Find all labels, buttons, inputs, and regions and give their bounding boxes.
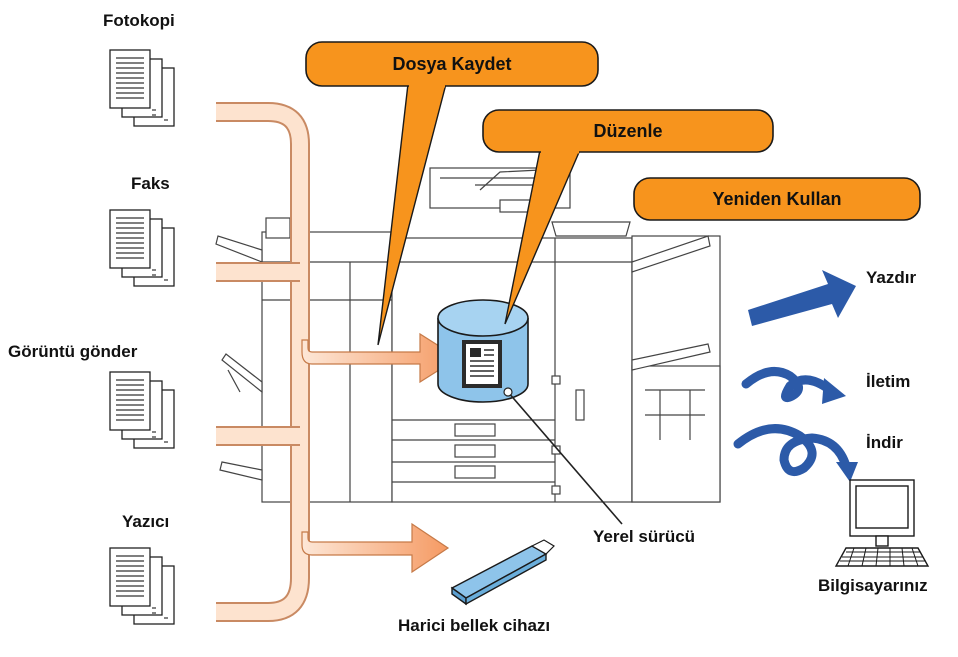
label-fax: Faks bbox=[131, 174, 170, 193]
label-printer: Yazıcı bbox=[122, 512, 169, 531]
download-arrow-icon bbox=[733, 424, 858, 482]
print-arrow-icon bbox=[748, 270, 856, 326]
computer-icon bbox=[834, 479, 930, 567]
local-drive-cylinder bbox=[437, 299, 529, 403]
callout-edit-text: Düzenle bbox=[593, 121, 662, 141]
flow-arrow-to-usb bbox=[301, 522, 450, 574]
local-drive-pointer bbox=[503, 387, 623, 525]
transfer-arrow-icon bbox=[741, 367, 846, 404]
fax-document-stack bbox=[109, 209, 175, 287]
callout-reuse bbox=[633, 177, 921, 221]
label-external-memory: Harici bellek cihazı bbox=[398, 616, 550, 635]
callout-file-save bbox=[305, 41, 599, 346]
flow-bracket bbox=[216, 102, 310, 622]
image-send-document-stack bbox=[109, 371, 175, 449]
usb-memory-icon bbox=[450, 539, 555, 606]
label-print: Yazdır bbox=[866, 268, 916, 287]
callout-edit bbox=[482, 109, 774, 325]
label-transfer: İletim bbox=[866, 372, 910, 391]
copy-document-stack bbox=[109, 49, 175, 127]
callout-file-save-text: Dosya Kaydet bbox=[392, 54, 511, 74]
label-local-drive: Yerel sürücü bbox=[593, 527, 695, 546]
callout-reuse-text: Yeniden Kullan bbox=[712, 189, 841, 209]
label-image-send: Görüntü gönder bbox=[8, 342, 138, 361]
printer-document-stack bbox=[109, 547, 175, 625]
label-copy: Fotokopi bbox=[103, 11, 175, 30]
label-download: İndir bbox=[866, 433, 903, 452]
label-computer: Bilgisayarınız bbox=[818, 576, 928, 595]
